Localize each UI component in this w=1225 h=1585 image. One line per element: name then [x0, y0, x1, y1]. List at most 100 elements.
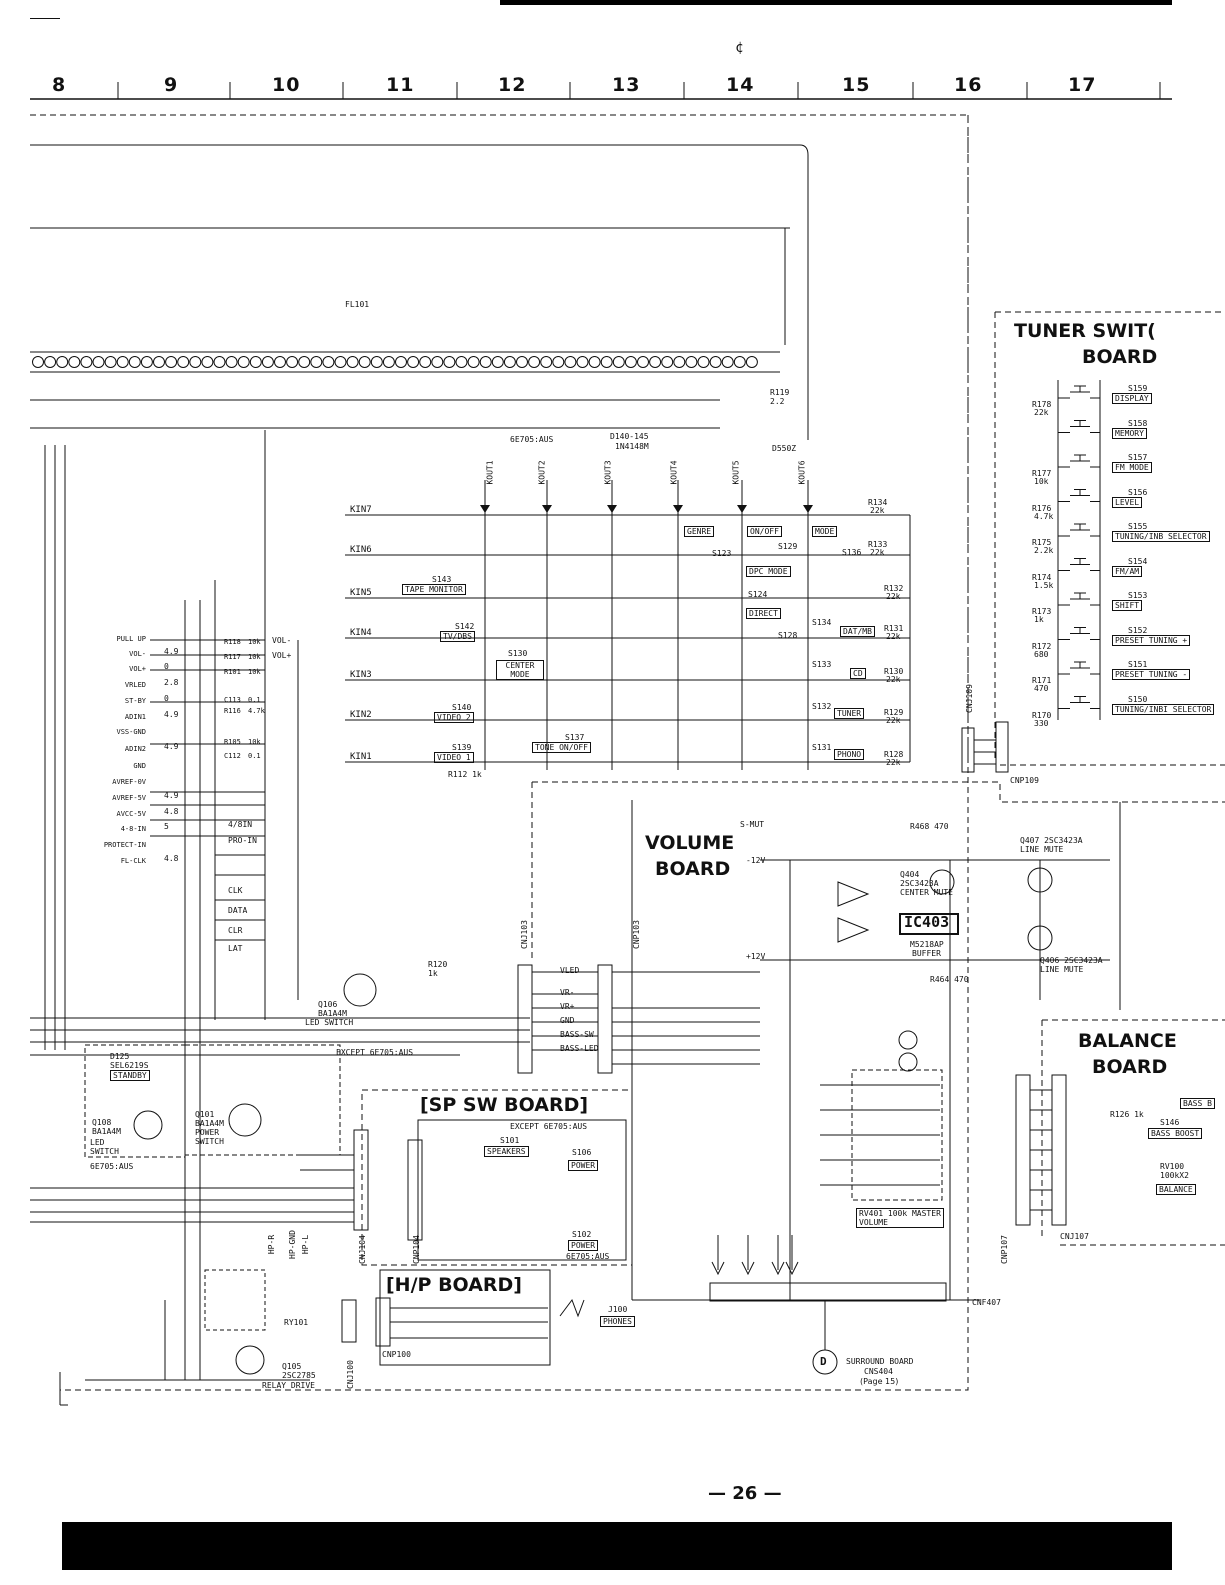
except-note: EXCEPT 6E705:AUS — [336, 1048, 414, 1057]
mcu-pin-voltage: 2.8 — [164, 678, 179, 687]
tuner-sw-func: LEVEL — [1112, 496, 1143, 508]
kout-3: KOUT3 — [603, 460, 613, 485]
cnj100-label: CNJ100 — [345, 1360, 355, 1389]
tuner-res-ref: R173 — [1032, 607, 1052, 616]
s124-ref: S124 — [748, 590, 768, 599]
mcu-pin-name: PROTECT-IN — [103, 841, 146, 849]
s131-ref: S131 — [812, 743, 832, 752]
surround-letter: D — [820, 1355, 827, 1368]
tuner-res-val: 680 — [1034, 649, 1049, 659]
mcu-res-val: 10k — [248, 738, 261, 746]
s133-cd: CD — [850, 668, 866, 679]
mcu-res-ref: R116 — [224, 707, 241, 715]
cnj103-pin: VR+ — [560, 1002, 575, 1011]
r129: R129 — [884, 708, 904, 717]
q101-label: Q101 BA1A4M — [195, 1110, 224, 1128]
mcu-res-ref: C112 — [224, 752, 241, 760]
rail-minus12: -12V — [746, 856, 766, 865]
tuner-sw-func: DISPLAY — [1112, 393, 1152, 404]
r130: R130 — [884, 667, 904, 676]
tuner-sw-func: PRESET TUNING - — [1112, 669, 1191, 680]
tuner-res-ref: R172 — [1032, 641, 1052, 651]
s129-onoff: ON/OFF — [747, 526, 782, 537]
fl101-label: FL101 — [345, 300, 370, 309]
mcu-pin-voltage: 0 — [164, 694, 169, 703]
tuner-sw-ref: S157 — [1128, 453, 1148, 462]
bass-boost-label: BASS BOOST — [1148, 1128, 1203, 1139]
mcu-pin-name: ADIN2 — [124, 745, 146, 753]
r132: R132 — [884, 584, 904, 593]
relay-drive-label: RELAY DRIVE — [262, 1381, 315, 1390]
diode-range: D140-145 — [610, 432, 649, 441]
s129-ref: S129 — [778, 542, 798, 551]
speakers-label: SPEAKERS — [484, 1146, 529, 1157]
mcu-pin-voltage: 0 — [164, 662, 169, 671]
cnp104-label: CNP104 — [411, 1235, 421, 1264]
tuner-res-ref: R178 — [1032, 400, 1052, 409]
col-15: 15 — [842, 74, 871, 96]
aus-note-standby: 6E705:AUS — [90, 1162, 134, 1171]
power-switch-label: POWER SWITCH — [195, 1128, 224, 1146]
tuner-res-val: 330 — [1034, 718, 1049, 728]
footer-bar — [62, 1522, 1172, 1570]
s101-label: S101 — [500, 1136, 520, 1145]
s128-ref: S128 — [778, 631, 798, 640]
mcu-pin-name: PULL UP — [116, 635, 146, 643]
s134-ref: S134 — [812, 618, 832, 627]
tuner-sw-ref: S151 — [1128, 660, 1148, 669]
aus-note-diodes: 6E705:AUS — [510, 435, 554, 444]
led-switch-label: LED SWITCH — [305, 1018, 354, 1027]
r120-label: R120 1k — [428, 960, 448, 978]
balance-board-title-1: BALANCE — [1078, 1030, 1177, 1052]
r129-val: 22k — [886, 716, 901, 725]
s136-ref: S136 — [842, 548, 862, 557]
s123-genre: GENRE — [684, 526, 715, 537]
col-14: 14 — [726, 74, 755, 96]
hp-l-label: HP-L — [301, 1234, 311, 1255]
surround-line2: CNS404 — [864, 1367, 893, 1376]
signal-label: DATA — [228, 906, 248, 915]
standby-label: STANDBY — [110, 1070, 150, 1081]
s140-video2: VIDEO 2 — [434, 712, 474, 723]
kout-2: KOUT2 — [537, 460, 547, 485]
power-label-1: POWER — [568, 1160, 599, 1171]
s128-direct: DIRECT — [746, 608, 781, 619]
mcu-pin-voltage: 4.9 — [164, 647, 179, 656]
rv100-label: RV100 100kX2 — [1160, 1162, 1189, 1180]
r128-val: 22k — [886, 758, 901, 767]
kin-7: KIN7 — [350, 505, 372, 515]
col-9: 9 — [164, 74, 179, 96]
mcu-res-val: 0.1 — [248, 696, 261, 704]
sp-sw-aus: 6E705:AUS — [566, 1252, 610, 1261]
cnj109-label: CNJ109 — [964, 684, 974, 713]
d550z-label: D550Z — [772, 444, 797, 453]
signal-label: CLR — [228, 926, 243, 935]
s146-label: S146 — [1160, 1118, 1180, 1127]
r131-val: 22k — [886, 632, 901, 641]
tuner-res-ref: R177 — [1032, 469, 1052, 478]
mcu-pin-voltage: 4.9 — [164, 710, 179, 719]
mcu-res-net: VOL+ — [272, 651, 292, 660]
tuner-res-ref: R170 — [1032, 710, 1052, 720]
mcu-res-ref: C113 — [224, 696, 241, 704]
s102-label: S102 — [572, 1230, 592, 1239]
col-11: 11 — [386, 74, 415, 96]
kout-5: KOUT5 — [731, 460, 741, 485]
cnj107-label: CNJ107 — [1060, 1232, 1089, 1241]
surround-line3: (Page 15) — [860, 1377, 899, 1386]
kin-6: KIN6 — [350, 545, 372, 555]
r133-val: 22k — [870, 548, 885, 557]
s142-ref: S142 — [455, 622, 475, 631]
s106-label: S106 — [572, 1148, 592, 1157]
mcu-pin-name: VSS-GND — [116, 728, 146, 736]
s137-ref: S137 — [565, 733, 585, 742]
tuner-res-val: 470 — [1034, 684, 1049, 693]
ic403-label: IC403 — [904, 913, 950, 931]
r464-label: R464 470 — [930, 975, 969, 984]
led-switch2-label: LED SWITCH — [90, 1138, 119, 1156]
power-label-2: POWER — [568, 1240, 599, 1251]
signal-label: 4/8IN — [228, 820, 253, 829]
d125-label: D125 SEL6219S — [110, 1052, 149, 1070]
s143-tape-monitor: TAPE MONITOR — [402, 584, 466, 595]
r468-label: R468 470 — [910, 822, 949, 831]
